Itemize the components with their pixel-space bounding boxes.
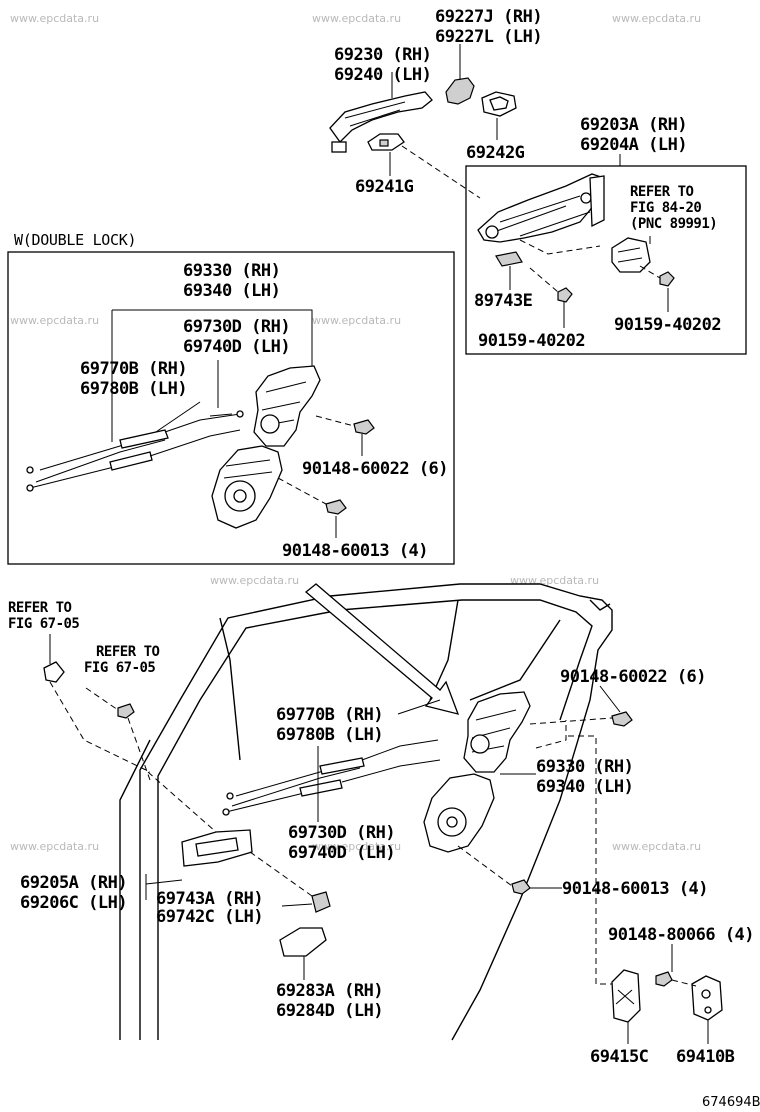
label-69410b: 69410B bbox=[676, 1047, 735, 1067]
label-69730d-bot: 69730D (RH) bbox=[288, 823, 395, 843]
label-69241g: 69241G bbox=[355, 177, 414, 197]
label-69415c: 69415C bbox=[590, 1047, 648, 1067]
label-90148-60022-bot: 90148-60022 (6) bbox=[560, 667, 706, 687]
ref-fig67-a-line2: FIG 67-05 bbox=[8, 616, 79, 632]
diagram-caption: 674694B bbox=[702, 1095, 760, 1110]
label-69284d: 69284D (LH) bbox=[276, 1001, 383, 1021]
screw-90148-60022-bot bbox=[529, 685, 633, 749]
striker-cover bbox=[611, 969, 641, 1023]
ref-piece-a bbox=[43, 661, 65, 683]
label-90148-60013-bot: 90148-60013 (4) bbox=[562, 879, 708, 899]
ref-fig67-b-line1: REFER TO bbox=[96, 644, 160, 660]
label-69283a: 69283A (RH) bbox=[276, 981, 383, 1001]
label-69740d-bot: 69740D (LH) bbox=[288, 843, 395, 863]
label-69742c: 69742C (LH) bbox=[156, 907, 263, 927]
screw-90159-b bbox=[639, 265, 675, 312]
label-90148-60022-top: 90148-60022 (6) bbox=[302, 459, 448, 479]
label-69227l: 69227L (LH) bbox=[435, 27, 542, 47]
door-assembly-labels: REFER TO FIG 67-05 REFER TO FIG 67-05 90… bbox=[8, 600, 760, 1110]
watermark: www.epcdata.ru bbox=[312, 314, 401, 327]
label-69230: 69230 (RH) bbox=[334, 45, 431, 65]
label-69203a: 69203A (RH) bbox=[580, 115, 687, 135]
label-69330-top: 69330 (RH) bbox=[183, 261, 280, 281]
label-90148-60013-top: 90148-60013 (4) bbox=[282, 541, 428, 561]
label-90159-a: 90159-40202 bbox=[478, 331, 585, 351]
handle-pad bbox=[331, 141, 347, 153]
label-69730d-top: 69730D (RH) bbox=[183, 317, 290, 337]
label-69205a: 69205A (RH) bbox=[20, 873, 127, 893]
label-69204a: 69204A (LH) bbox=[580, 135, 687, 155]
ref-fig67-a-line1: REFER TO bbox=[8, 600, 72, 616]
label-69780b-bot: 69780B (LH) bbox=[276, 725, 383, 745]
outside-handle-frame bbox=[329, 91, 433, 144]
label-69780b-top: 69780B (LH) bbox=[80, 379, 187, 399]
label-69240: 69240 (LH) bbox=[334, 65, 431, 85]
watermark: www.epcdata.ru bbox=[10, 314, 99, 327]
watermark: www.epcdata.ru bbox=[210, 574, 299, 587]
screw-90159-a bbox=[529, 267, 573, 328]
screw-90148-60013-top bbox=[277, 477, 347, 538]
ref-fig84-line2: FIG 84-20 bbox=[630, 200, 701, 216]
inset-box-double-lock bbox=[7, 251, 455, 565]
outside-handle-group bbox=[329, 44, 517, 199]
double-lock-box: W(DOUBLE LOCK) 69330 (RH) 69340 (LH) 697… bbox=[7, 231, 455, 565]
cable-sheath-2 bbox=[109, 451, 153, 471]
label-90159-b: 90159-40202 bbox=[614, 315, 721, 335]
screw-90148-80066 bbox=[655, 944, 697, 987]
label-69206c: 69206C (LH) bbox=[20, 893, 127, 913]
door-lock-assembly-bottom bbox=[463, 691, 531, 773]
watermark: www.epcdata.ru bbox=[612, 840, 701, 853]
label-69770b-bot: 69770B (RH) bbox=[276, 705, 383, 725]
inside-handle-bezel-clip bbox=[311, 891, 331, 913]
handle-frame-box: REFER TO FIG 84-20 (PNC 89991) 89743E 90… bbox=[465, 154, 747, 355]
label-69340-top: 69340 (LH) bbox=[183, 281, 280, 301]
inside-handle-cover bbox=[279, 927, 327, 957]
handle-cap bbox=[445, 77, 475, 105]
inset-box-handle-frame bbox=[465, 165, 747, 355]
door-outline bbox=[139, 583, 613, 1041]
door-lock-assembly-top bbox=[253, 365, 321, 447]
door-assembly bbox=[43, 583, 723, 1044]
label-69242g: 69242G bbox=[466, 143, 525, 163]
watermark: www.epcdata.ru bbox=[10, 840, 99, 853]
ref-fig84-line3: (PNC 89991) bbox=[630, 216, 717, 232]
watermark: www.epcdata.ru bbox=[10, 12, 99, 25]
watermark: www.epcdata.ru bbox=[312, 840, 401, 853]
ref-fig67-b-line2: FIG 67-05 bbox=[84, 660, 155, 676]
watermark: www.epcdata.ru bbox=[612, 12, 701, 25]
watermark: www.epcdata.ru bbox=[510, 574, 599, 587]
label-69740d-top: 69740D (LH) bbox=[183, 337, 290, 357]
ref-fig84-line1: REFER TO bbox=[630, 184, 694, 200]
label-89743e: 89743E bbox=[474, 291, 533, 311]
lock-cylinder bbox=[611, 237, 651, 273]
screw-ref-b bbox=[85, 687, 135, 719]
inset-title-double-lock: W(DOUBLE LOCK) bbox=[14, 231, 136, 249]
cable-sheath-4 bbox=[299, 779, 343, 797]
label-69340-bot: 69340 (LH) bbox=[536, 777, 633, 797]
label-69743a: 69743A (RH) bbox=[156, 889, 263, 909]
cable-sheath-1 bbox=[119, 429, 169, 449]
label-69770b-top: 69770B (RH) bbox=[80, 359, 187, 379]
label-69330-bot: 69330 (RH) bbox=[536, 757, 633, 777]
screw-90148-60013-bot bbox=[457, 845, 562, 895]
assembly-arrow bbox=[304, 583, 460, 715]
watermark: www.epcdata.ru bbox=[312, 12, 401, 25]
screw-90148-60022-top bbox=[315, 415, 375, 456]
clip-89743e bbox=[495, 251, 523, 267]
label-90148-80066: 90148-80066 (4) bbox=[608, 925, 754, 945]
outside-handle-labels: 69227J (RH) 69227L (LH) 69230 (RH) 69240… bbox=[334, 7, 688, 197]
label-69227j: 69227J (RH) bbox=[435, 7, 542, 27]
cable-sheath-3 bbox=[319, 757, 365, 775]
